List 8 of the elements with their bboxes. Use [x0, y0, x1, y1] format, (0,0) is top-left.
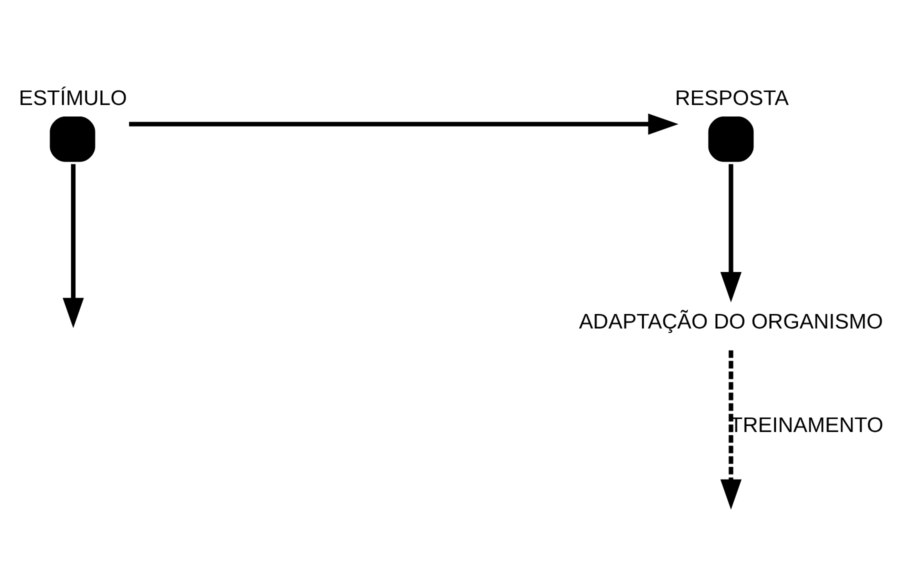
arrow [720, 350, 742, 510]
arrow [720, 164, 742, 302]
edge-label: TREINAMENTO [730, 414, 884, 437]
node-label: ESTÍMULO [18, 86, 127, 110]
arrow [62, 164, 84, 328]
node-text: ADAPTAÇÃO DO ORGANISMO [578, 310, 884, 334]
arrow [129, 113, 678, 134]
node-label: RESPOSTA [675, 86, 789, 110]
